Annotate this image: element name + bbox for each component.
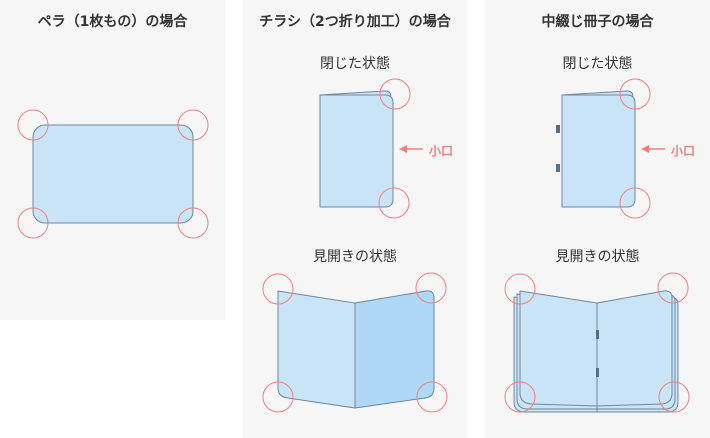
staple: [556, 125, 560, 133]
panel-single-sheet: ペラ（1枚もの）の場合: [0, 0, 225, 320]
corner-circle: [177, 207, 209, 239]
staple: [596, 330, 599, 339]
corner-circle: [658, 381, 690, 413]
open-state-label: 見開きの状態: [555, 249, 640, 265]
corner-circle: [504, 273, 536, 305]
fore-edge-label: 小口: [671, 144, 696, 158]
arrow-head: [399, 145, 407, 153]
folded-leaflet-illustration: [262, 78, 448, 413]
panel-heading: ペラ（1枚もの）の場合: [37, 14, 188, 30]
corner-circle: [657, 272, 689, 304]
corner-circle: [17, 207, 49, 239]
booklet-illustration: [504, 78, 690, 413]
sheet: [32, 124, 194, 224]
booklet-front-page: [561, 94, 636, 208]
closed-state-label: 閉じた状態: [562, 56, 633, 72]
corner-circle: [177, 109, 209, 141]
corner-circle: [619, 78, 651, 110]
corner-circle: [262, 381, 294, 413]
corner-circle: [379, 78, 411, 110]
single-sheet-illustration: [17, 109, 209, 239]
booklet-right-spread: [596, 290, 673, 407]
fore-edge-label: 小口: [429, 144, 454, 158]
corner-circle: [415, 272, 447, 304]
booklet-left-spread: [519, 290, 598, 407]
panel-heading: 中綴じ冊子の場合: [541, 14, 654, 30]
corner-circle: [504, 381, 536, 413]
staple: [556, 164, 560, 172]
corner-circle: [262, 273, 294, 305]
leaflet-front-page: [319, 94, 394, 208]
corner-circle: [416, 381, 448, 413]
panel-folded-leaflet: チラシ（2つ折り加工）の場合 閉じた状態 見開きの状態 小口: [243, 0, 467, 438]
closed-state-label: 閉じた状態: [320, 56, 390, 72]
corner-circle: [378, 187, 410, 219]
open-state-label: 見開きの状態: [313, 249, 397, 265]
staple: [596, 368, 599, 377]
arrow-head: [641, 145, 649, 153]
corner-circle: [17, 109, 49, 141]
corner-circle: [619, 187, 651, 219]
leaflet-left-spread: [277, 290, 356, 409]
panel-heading: チラシ（2つ折り加工）の場合: [259, 14, 451, 30]
panel-saddle-stitched-booklet: 中綴じ冊子の場合 閉じた状態 見開きの状態 小口: [485, 0, 710, 438]
leaflet-right-spread: [354, 290, 435, 409]
